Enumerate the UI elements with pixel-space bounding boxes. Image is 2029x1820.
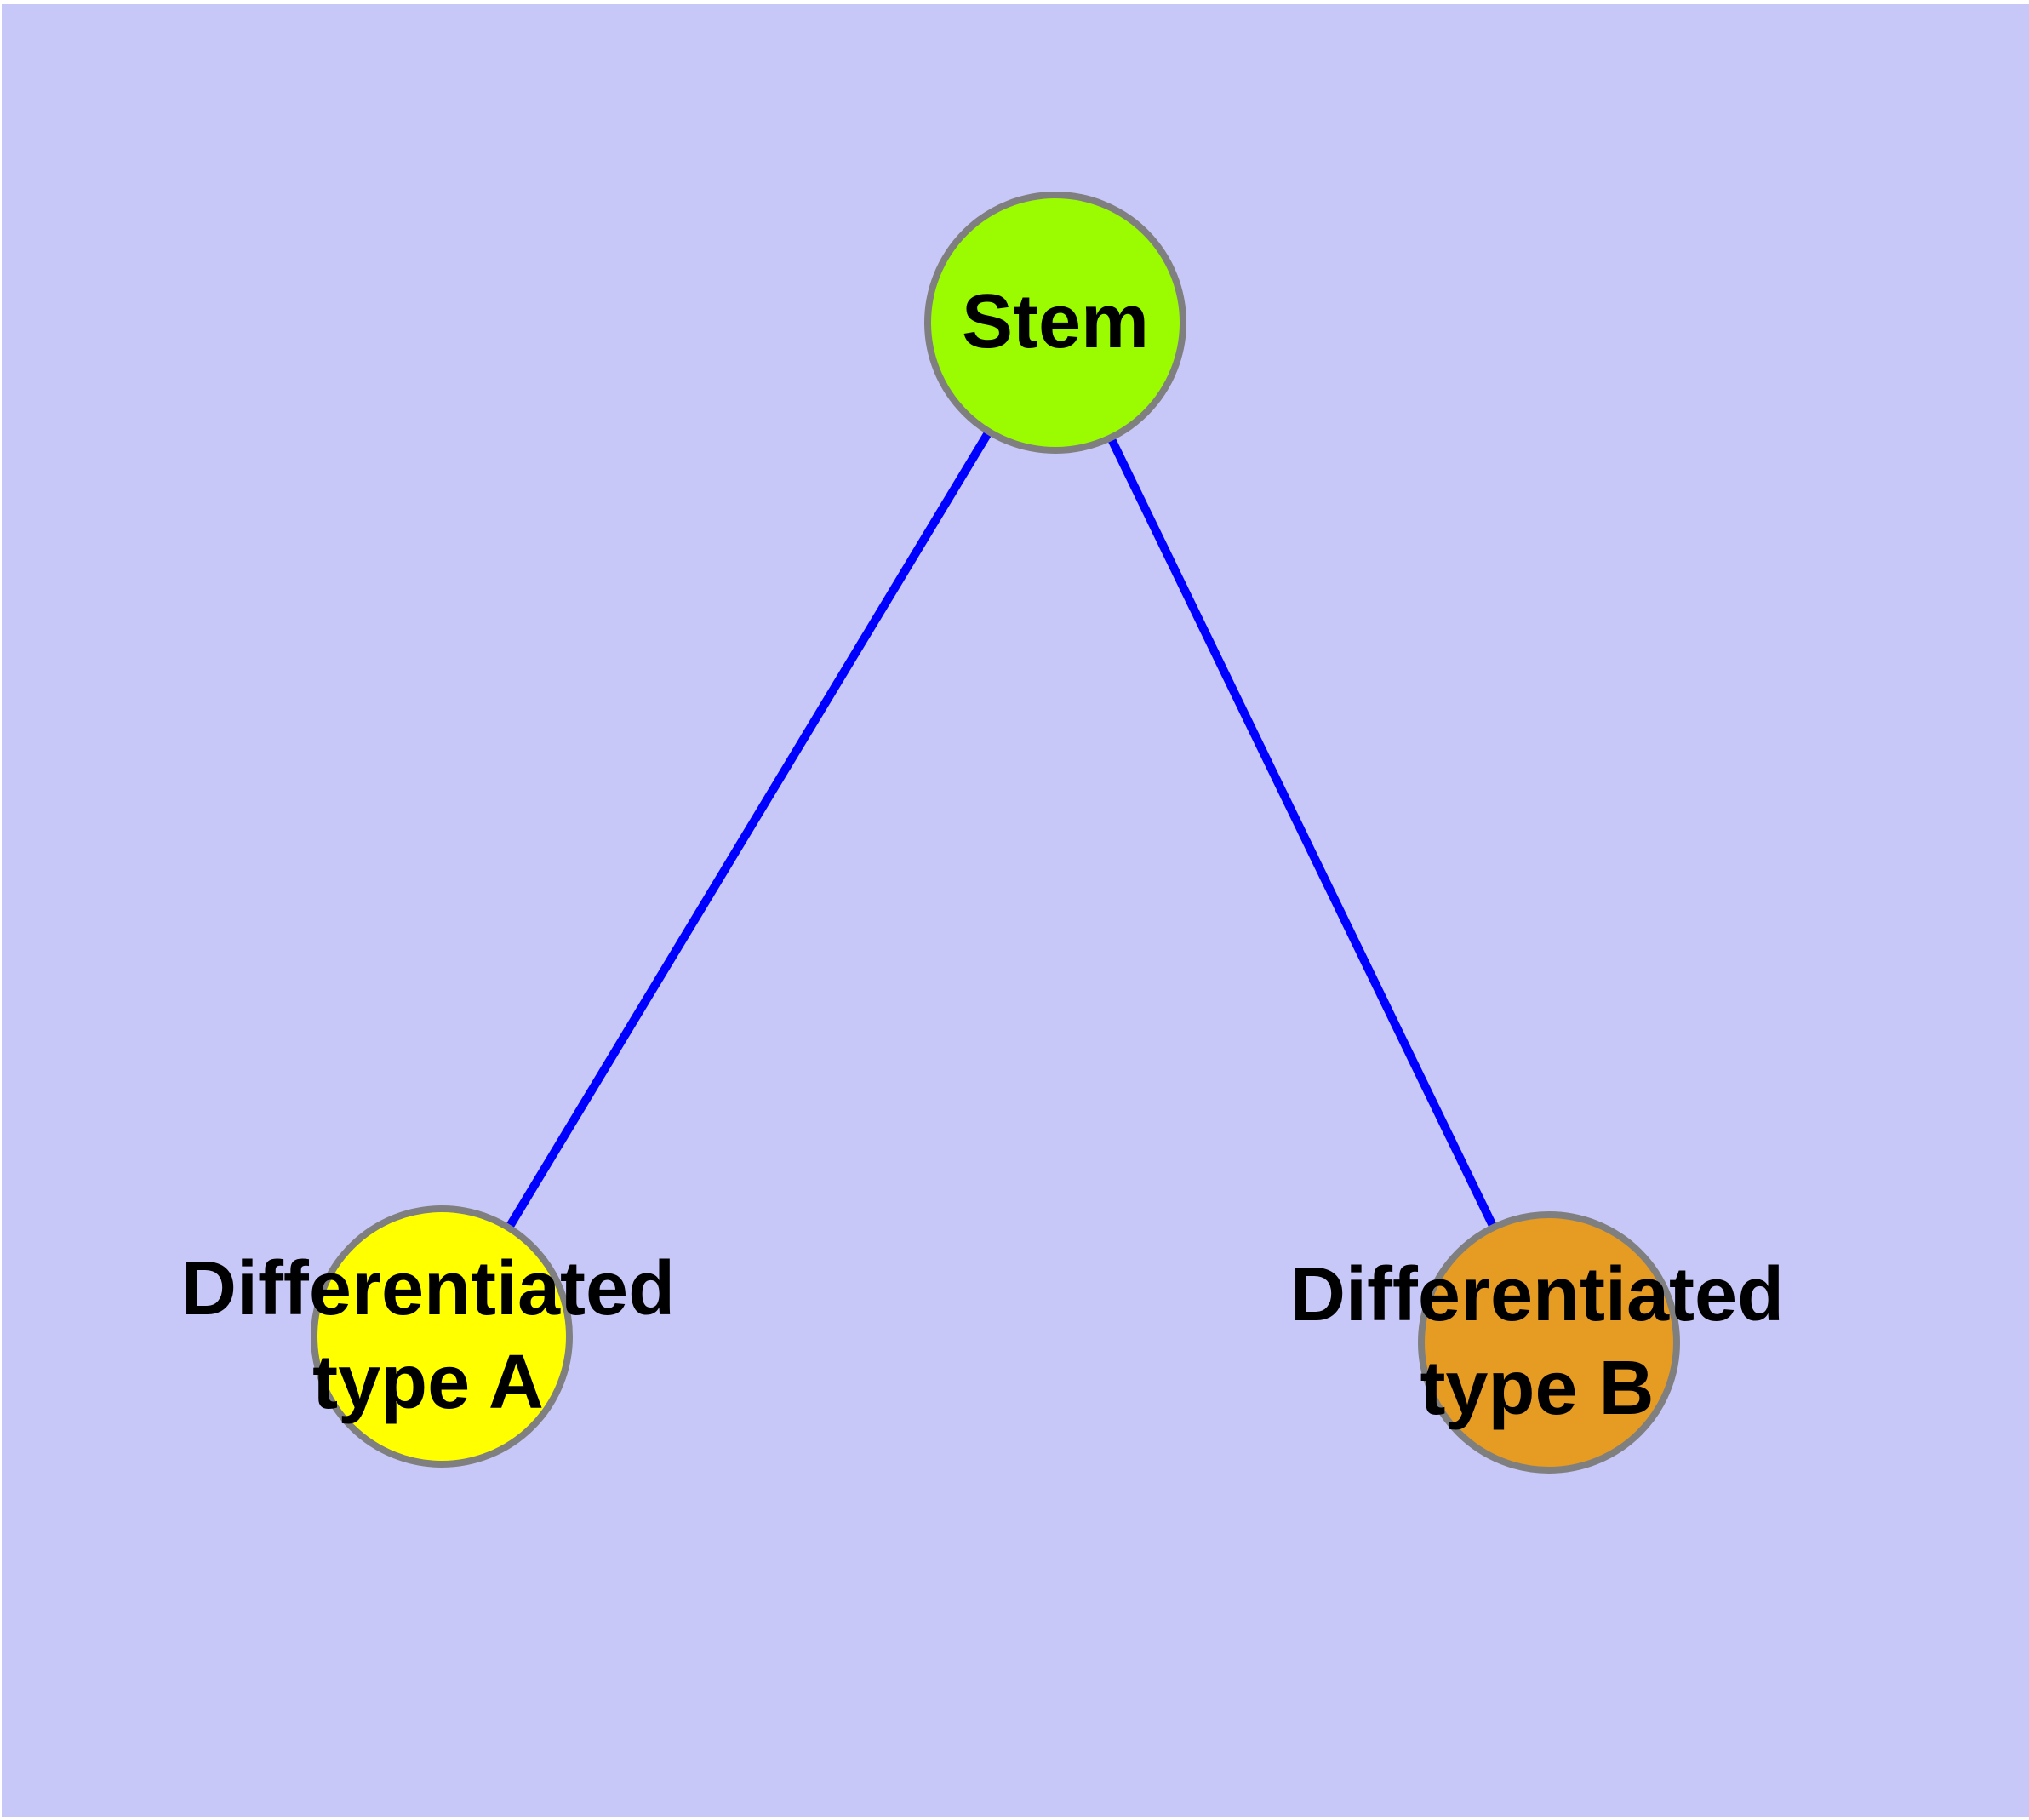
node-label-type-a: Differentiated type A	[180, 1246, 676, 1425]
graph-svg	[2, 4, 2029, 1817]
node-label-stem: Stem	[961, 279, 1150, 365]
node-stem-circle	[924, 192, 1186, 454]
node-type-b-circle	[1418, 1211, 1680, 1474]
node-label-type-b: Differentiated type B	[1289, 1252, 1785, 1431]
edge-stem-to-type-b	[1106, 435, 1498, 1230]
node-type-a-circle	[311, 1205, 573, 1468]
edge-stem-to-type-a	[505, 429, 993, 1230]
